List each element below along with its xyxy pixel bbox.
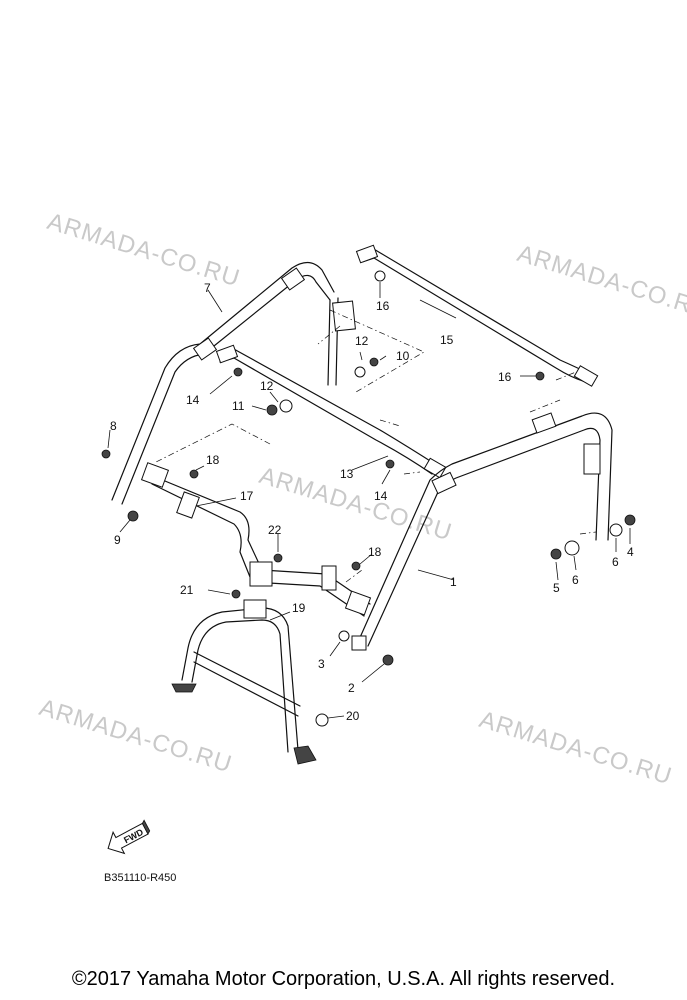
callout-3: 3 — [318, 657, 325, 671]
reference-lines — [155, 309, 597, 583]
callout-6: 6 — [612, 555, 619, 569]
callout-10: 10 — [396, 349, 410, 363]
callout-13: 13 — [340, 467, 354, 481]
callout-19: 19 — [292, 601, 306, 615]
callout-14: 14 — [186, 393, 200, 407]
callout-12: 12 — [355, 334, 369, 348]
top-side-rail — [355, 244, 599, 387]
callout-2: 2 — [348, 681, 355, 695]
diagram-code: B351110-R450 — [104, 872, 177, 884]
callout-16: 16 — [376, 299, 390, 313]
callout-16: 16 — [498, 370, 512, 384]
copyright-notice: ©2017 Yamaha Motor Corporation, U.S.A. A… — [71, 968, 616, 990]
callout-4: 4 — [627, 545, 634, 559]
callout-17: 17 — [240, 489, 254, 503]
callout-22: 22 — [268, 523, 282, 537]
callout-21: 21 — [180, 583, 194, 597]
lower-support — [171, 599, 317, 765]
callout-12: 12 — [260, 379, 274, 393]
callout-18: 18 — [368, 545, 382, 559]
callout-11: 11 — [232, 399, 245, 413]
hardware — [101, 270, 636, 727]
callout-15: 15 — [440, 333, 454, 347]
fwd-arrow-icon: FWD — [107, 819, 151, 855]
front-roll-bar — [351, 412, 613, 651]
callout-9: 9 — [114, 533, 121, 547]
center-cross-bar — [215, 344, 447, 479]
callout-18: 18 — [206, 453, 220, 467]
callout-1: 1 — [450, 575, 457, 589]
leader-lines — [107, 282, 631, 719]
callout-5: 5 — [553, 581, 560, 595]
callout-14: 14 — [374, 489, 388, 503]
callout-numbers: 1 2 3 4 5 6 6 7 8 9 10 11 12 12 13 14 14… — [110, 281, 634, 723]
rear-brace — [140, 462, 372, 617]
callout-7: 7 — [204, 281, 211, 295]
callout-8: 8 — [110, 419, 117, 433]
callout-6: 6 — [572, 573, 579, 587]
callout-20: 20 — [346, 709, 360, 723]
